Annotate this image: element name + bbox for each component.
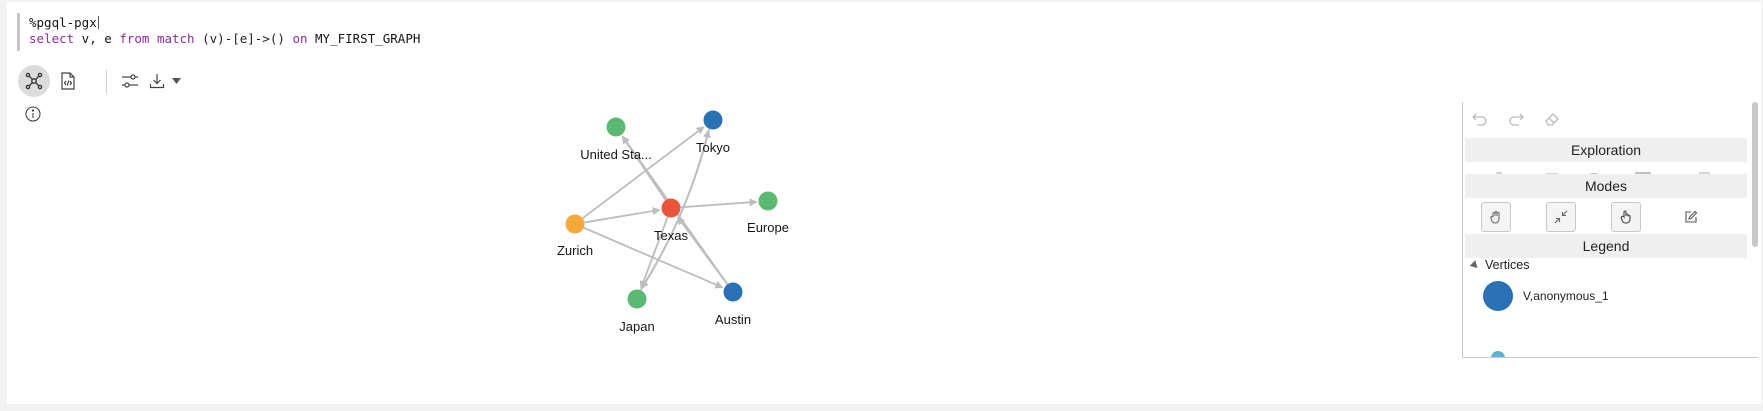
graph-edge-zurich-texas[interactable] [584, 207, 661, 224]
graph-edge-zurich-tokyo[interactable] [582, 126, 705, 220]
graph-node-texas[interactable]: Texas [654, 198, 688, 244]
edit-icon [1685, 210, 1698, 223]
settings-sliders-icon [122, 74, 138, 88]
graph-node-zurich[interactable]: Zurich [557, 214, 593, 259]
graph-node-label: Zurich [557, 243, 593, 258]
graph-node-circle[interactable] [661, 198, 681, 218]
eraser-icon[interactable] [1543, 110, 1561, 128]
graph-node-circle[interactable] [703, 110, 723, 130]
graph-node-label: Europe [747, 220, 789, 235]
graph-node-label: Japan [619, 319, 654, 334]
exploration-header: Exploration [1465, 138, 1747, 162]
redo-icon[interactable] [1507, 110, 1525, 128]
query-text-1: v, e [74, 30, 120, 46]
graph-node-label: Texas [654, 228, 688, 243]
edit-mode-button[interactable] [1676, 202, 1706, 232]
graph-node-circle[interactable] [606, 117, 626, 137]
query-text-2 [149, 31, 157, 46]
fit-mode-button[interactable] [1546, 202, 1576, 232]
keyword-from: from [119, 30, 150, 46]
info-icon [25, 106, 41, 122]
graph-node-circle[interactable] [723, 282, 743, 302]
hand-icon [1490, 210, 1500, 224]
graph-view-button[interactable] [18, 65, 50, 97]
panel-scrollbar[interactable] [1752, 102, 1758, 247]
download-dropdown-button[interactable] [144, 65, 186, 97]
table-view-icon [61, 72, 75, 90]
info-button[interactable] [25, 106, 41, 122]
collapse-triangle-icon[interactable] [1469, 260, 1481, 271]
code-editor[interactable]: %pgql-pgx select v, e from match (v)-[e]… [17, 13, 1617, 51]
legend-item-label: V,anonymous_1 [1523, 289, 1609, 303]
legend-color-swatch [1483, 281, 1513, 311]
legend-header: Legend [1465, 234, 1747, 258]
graph-node-tokyo[interactable]: Tokyo [696, 110, 730, 156]
keyword-on: on [292, 30, 308, 46]
pointer-hand-icon [1620, 210, 1631, 224]
query-pattern: (v)-[e]->() [194, 30, 293, 46]
graph-node-austin[interactable]: Austin [715, 282, 751, 328]
keyword-select: select [29, 30, 75, 46]
download-icon [149, 74, 165, 89]
graph-node-circle[interactable] [627, 289, 647, 309]
collapse-icon [1554, 210, 1568, 224]
keyword-match: match [156, 30, 195, 46]
graph-node-us[interactable]: United Sta... [580, 117, 652, 163]
mode-buttons [1463, 200, 1747, 236]
settings-button[interactable] [114, 65, 146, 97]
graph-node-label: Tokyo [696, 140, 730, 155]
graph-name: MY_FIRST_GRAPH [307, 30, 421, 46]
text-cursor [97, 16, 99, 29]
code-line-query: select v, e from match (v)-[e]->() on MY… [29, 31, 1617, 47]
graph-node-label: United Sta... [580, 147, 652, 162]
legend-group-vertices[interactable]: Vertices [1485, 258, 1530, 272]
select-mode-button[interactable] [1611, 202, 1641, 232]
graph-node-circle[interactable] [758, 191, 778, 211]
chevron-down-icon [172, 78, 181, 84]
toolbar-separator [106, 70, 107, 94]
graph-node-japan[interactable]: Japan [619, 289, 655, 335]
interpreter-directive: %pgql-pgx [29, 15, 97, 30]
table-view-button[interactable] [52, 65, 84, 97]
graph-side-panel: Exploration Modes Legend [1462, 102, 1758, 358]
graph-view-icon [25, 72, 43, 90]
undo-icon[interactable] [1471, 110, 1489, 128]
legend-item[interactable]: V,anonymous_1 [1483, 279, 1743, 313]
graph-edge-texas-japan[interactable] [639, 216, 669, 290]
graph-node-europe[interactable]: Europe [747, 191, 789, 236]
notebook-paragraph: %pgql-pgx select v, e from match (v)-[e]… [7, 2, 1761, 404]
code-line-interpreter: %pgql-pgx [29, 15, 1617, 31]
graph-node-circle[interactable] [565, 214, 585, 234]
modes-header: Modes [1465, 174, 1747, 198]
pan-mode-button[interactable] [1481, 202, 1511, 232]
graph-node-label: Austin [715, 312, 751, 327]
graph-edge-texas-europe[interactable] [680, 198, 758, 209]
legend-color-swatch-partial [1491, 351, 1505, 357]
history-controls [1463, 107, 1758, 131]
graph-edge-tokyo-japan[interactable] [640, 128, 711, 290]
